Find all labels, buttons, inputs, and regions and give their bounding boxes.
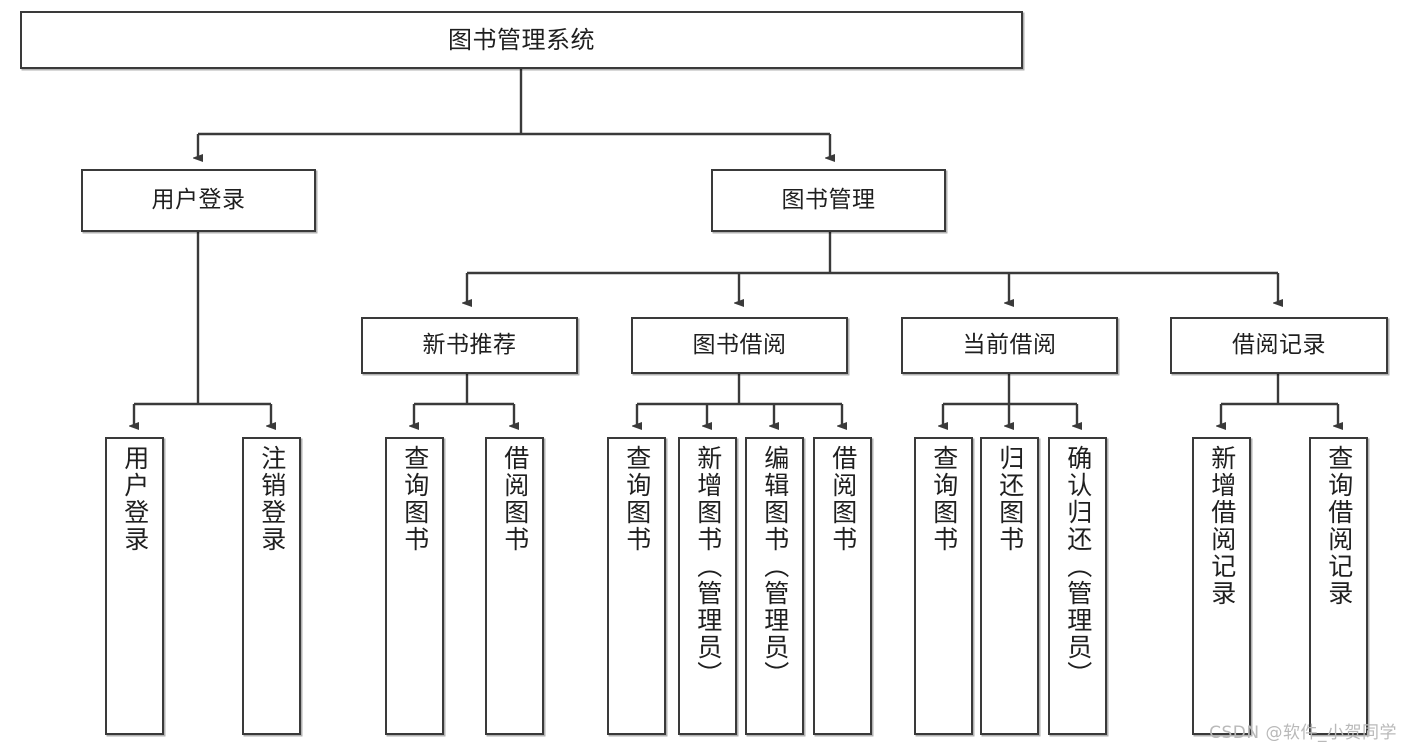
node-book-borrow-label: 图书借阅 bbox=[692, 331, 787, 358]
node-leaf-query-book-2[interactable]: 查询图书 bbox=[607, 437, 666, 735]
node-leaf-query-book-1-label: 查询图书 bbox=[400, 445, 430, 553]
node-leaf-query-book-1[interactable]: 查询图书 bbox=[385, 437, 444, 735]
node-leaf-query-book-3[interactable]: 查询图书 bbox=[914, 437, 973, 735]
node-leaf-edit-book-label: 编辑图书（管理员） bbox=[760, 445, 790, 688]
node-leaf-return-book-label: 归还图书 bbox=[995, 445, 1025, 553]
node-leaf-borrow-book-1[interactable]: 借阅图书 bbox=[485, 437, 544, 735]
node-book-manage[interactable]: 图书管理 bbox=[711, 169, 946, 232]
node-root-label: 图书管理系统 bbox=[448, 25, 595, 54]
node-leaf-confirm-return[interactable]: 确认归还（管理员） bbox=[1048, 437, 1107, 735]
csdn-watermark: CSDN @软件_小贺同学 bbox=[1209, 723, 1397, 743]
node-new-book-recommend[interactable]: 新书推荐 bbox=[361, 317, 578, 374]
node-current-borrow-label: 当前借阅 bbox=[962, 331, 1057, 358]
node-new-book-recommend-label: 新书推荐 bbox=[422, 331, 517, 358]
node-leaf-query-record[interactable]: 查询借阅记录 bbox=[1309, 437, 1368, 735]
node-leaf-edit-book[interactable]: 编辑图书（管理员） bbox=[745, 437, 804, 735]
node-borrow-record[interactable]: 借阅记录 bbox=[1170, 317, 1388, 374]
node-root[interactable]: 图书管理系统 bbox=[20, 11, 1023, 69]
node-leaf-add-record-label: 新增借阅记录 bbox=[1207, 445, 1237, 607]
node-book-manage-label: 图书管理 bbox=[781, 186, 876, 213]
node-leaf-user-login-label: 用户登录 bbox=[120, 445, 150, 553]
node-leaf-query-record-label: 查询借阅记录 bbox=[1324, 445, 1354, 607]
node-user-login[interactable]: 用户登录 bbox=[81, 169, 316, 232]
node-leaf-query-book-3-label: 查询图书 bbox=[929, 445, 959, 553]
node-leaf-add-record[interactable]: 新增借阅记录 bbox=[1192, 437, 1251, 735]
node-leaf-logout-label: 注销登录 bbox=[257, 445, 287, 553]
node-leaf-borrow-book-1-label: 借阅图书 bbox=[500, 445, 530, 553]
node-leaf-add-book[interactable]: 新增图书（管理员） bbox=[678, 437, 737, 735]
node-leaf-logout[interactable]: 注销登录 bbox=[242, 437, 301, 735]
node-leaf-confirm-return-label: 确认归还（管理员） bbox=[1063, 445, 1093, 688]
node-current-borrow[interactable]: 当前借阅 bbox=[901, 317, 1118, 374]
node-leaf-add-book-label: 新增图书（管理员） bbox=[693, 445, 723, 688]
node-leaf-return-book[interactable]: 归还图书 bbox=[980, 437, 1039, 735]
node-user-login-label: 用户登录 bbox=[151, 186, 246, 213]
node-leaf-user-login[interactable]: 用户登录 bbox=[105, 437, 164, 735]
node-leaf-borrow-book-2-label: 借阅图书 bbox=[828, 445, 858, 553]
node-borrow-record-label: 借阅记录 bbox=[1232, 331, 1326, 358]
node-book-borrow[interactable]: 图书借阅 bbox=[631, 317, 848, 374]
node-leaf-query-book-2-label: 查询图书 bbox=[622, 445, 652, 553]
node-leaf-borrow-book-2[interactable]: 借阅图书 bbox=[813, 437, 872, 735]
